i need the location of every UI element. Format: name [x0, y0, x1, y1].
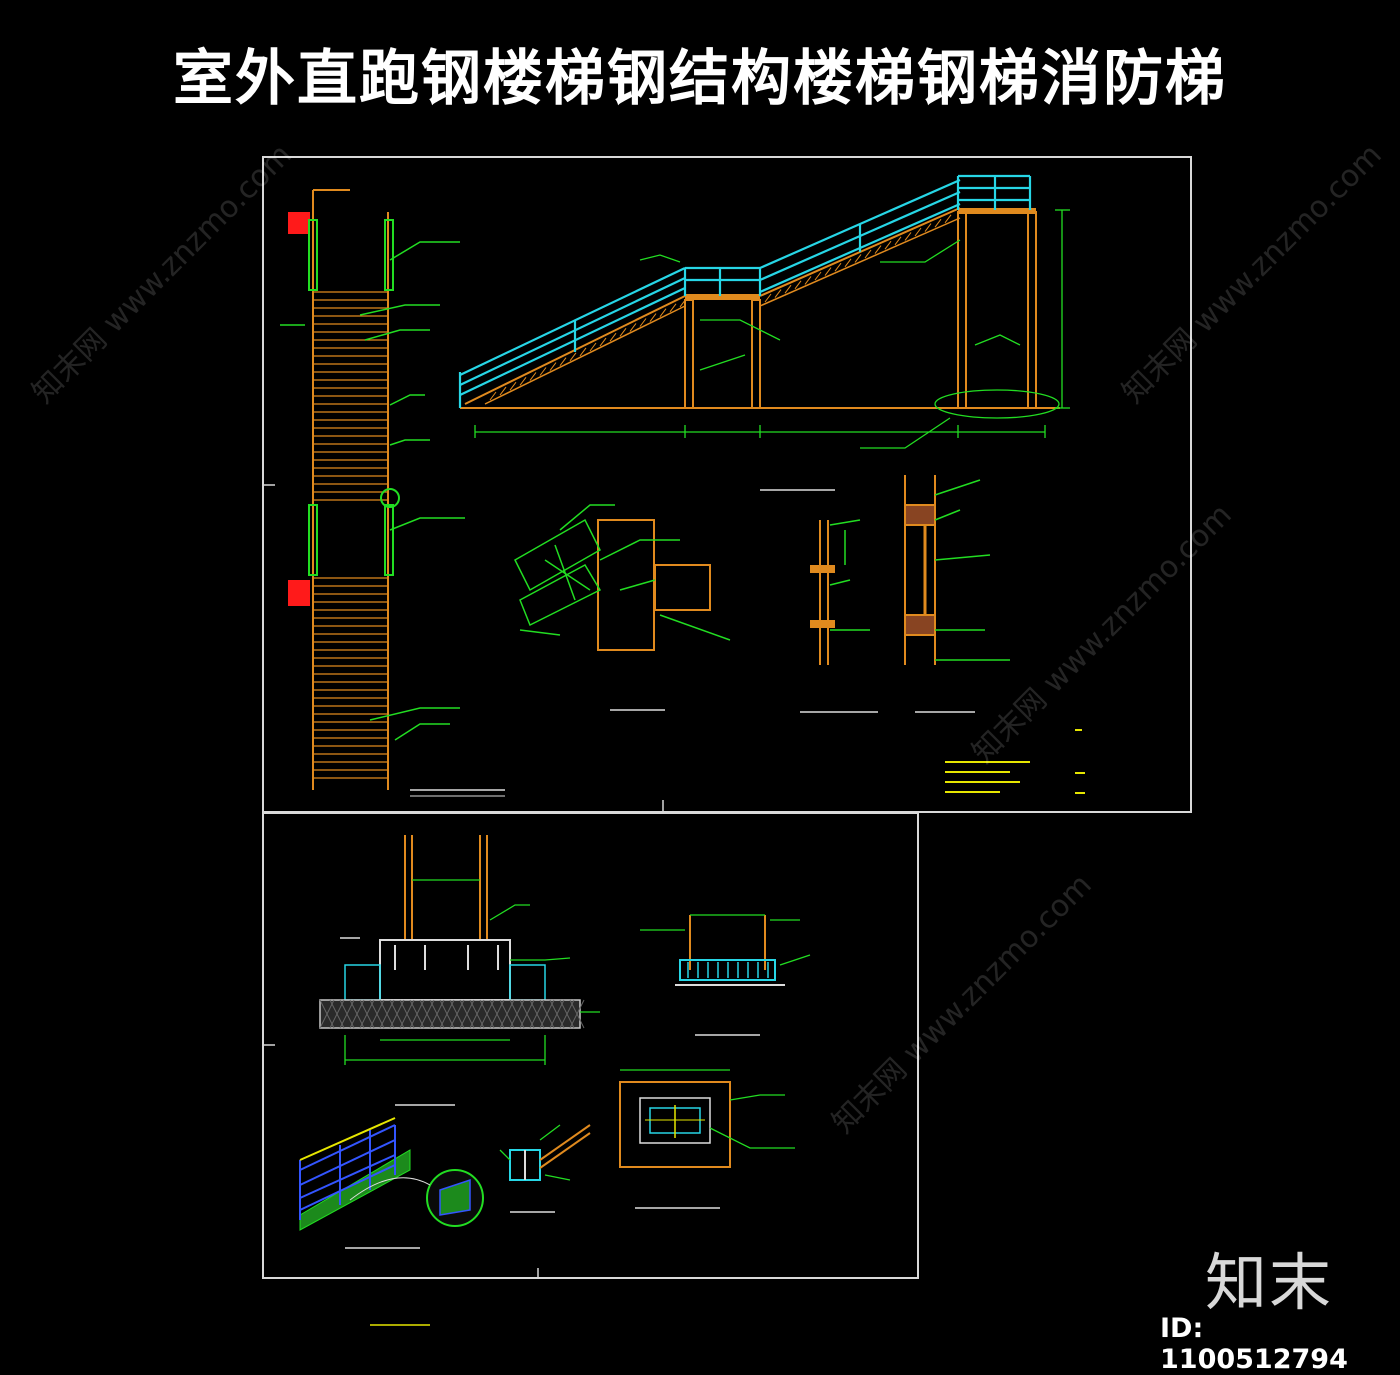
sheet-frame-bottom	[262, 812, 919, 1279]
detail-small-connection	[499, 1124, 591, 1213]
tread-section	[640, 914, 811, 1036]
general-notes	[945, 729, 1085, 794]
detail-connection-1	[514, 504, 731, 711]
stair-elevation	[458, 174, 1070, 449]
id-label: ID: 1100512794	[1160, 1313, 1348, 1375]
baseplate-plan	[619, 1069, 795, 1209]
foundation-section	[319, 835, 600, 1106]
detail-section-2	[760, 489, 878, 713]
detail-section-3	[904, 475, 1010, 713]
page-title: 室外直跑钢楼梯钢结构楼梯钢梯消防梯	[173, 44, 1227, 114]
sheet-frame-top	[262, 156, 1192, 813]
railing-3d-view	[299, 1117, 484, 1249]
ladder-elevation	[280, 189, 505, 797]
brand-logo: 知末	[1205, 1246, 1334, 1319]
